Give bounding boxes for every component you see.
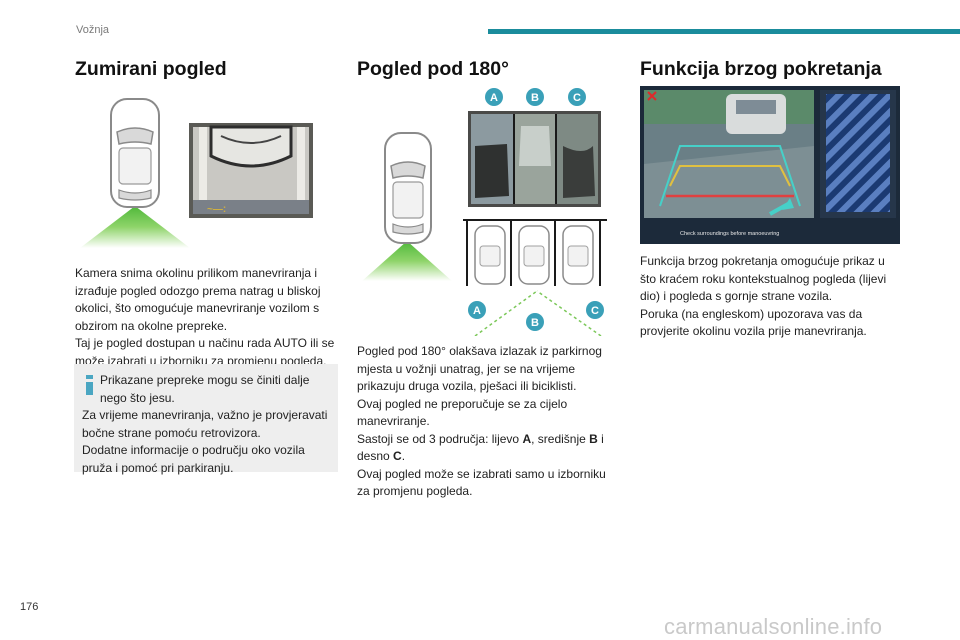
svg-text:A: A [473, 305, 481, 317]
rear-camera-view [644, 90, 814, 218]
view-180-paragraph-2: Ovaj pogled ne preporučuje se za cijelo … [357, 396, 568, 429]
info-note-text: Prikazane prepreke mogu se činiti dalje … [82, 372, 332, 477]
header-accent-bar [488, 29, 960, 34]
quick-start-screen: Check surroundings before manoeuvring [640, 86, 900, 244]
parked-car-left [474, 225, 506, 285]
zoom-paragraph-1: Kamera snima okolinu prilikom manevriran… [75, 266, 321, 333]
info-line-3: Dodatne informacije o području oko vozil… [82, 443, 305, 475]
zoomed-camera-screen: ~—: [189, 123, 313, 218]
svg-text:~—:: ~—: [207, 204, 226, 215]
info-icon [86, 375, 93, 395]
info-note-box: Prikazane prepreke mogu se činiti dalje … [74, 364, 338, 475]
view-180-description: Pogled pod 180° olakšava izlazak iz park… [357, 343, 619, 501]
zoom-view-description: Kamera snima okolinu prilikom manevriran… [75, 265, 339, 370]
info-line-1: Prikazane prepreke mogu se činiti dalje … [100, 373, 310, 405]
quick-paragraph-2: Poruka (na engleskom) upozorava vas da p… [640, 306, 867, 339]
check-surroundings-message: Check surroundings before manoeuvring [680, 231, 779, 237]
quick-start-description: Funkcija brzog pokretanja omogućuje prik… [640, 253, 902, 341]
page-number: 176 [20, 601, 39, 613]
quick-start-heading: Funkcija brzog pokretanja [640, 58, 882, 80]
svg-text:A: A [490, 92, 498, 104]
car-top-view-icon [110, 98, 160, 208]
label-c-bottom: C [586, 301, 604, 319]
label-b-bottom: B [526, 313, 544, 331]
view-180-paragraph-3: Sastoji se od 3 područja: lijevo A, sred… [357, 431, 604, 464]
svg-text:B: B [531, 92, 539, 104]
camera-field-of-view [80, 206, 190, 248]
top-view-panel [820, 90, 896, 218]
view-180-illustration: A B C [362, 88, 607, 336]
view-180-heading: Pogled pod 180° [357, 58, 509, 80]
watermark: carmanualsonline.info [664, 614, 883, 639]
view-180-paragraph-4: Ovaj pogled može se izabrati samo u izbo… [357, 466, 606, 499]
car-top-view-icon [384, 132, 432, 244]
quick-paragraph-1: Funkcija brzog pokretanja omogućuje prik… [640, 254, 887, 303]
svg-text:C: C [591, 305, 599, 317]
view-180-camera-screen [468, 111, 601, 207]
camera-field-of-view [362, 241, 452, 281]
svg-text:B: B [531, 317, 539, 329]
parking-diagram [463, 219, 607, 336]
zoom-view-illustration: ~—: [80, 98, 313, 248]
label-b-top: B [526, 88, 544, 106]
label-a-top: A [485, 88, 503, 106]
svg-text:C: C [573, 92, 581, 104]
parked-car-center [518, 225, 550, 285]
label-a-bottom: A [468, 301, 486, 319]
parked-car-right [562, 225, 594, 285]
zoom-view-heading: Zumirani pogled [75, 58, 227, 80]
view-180-paragraph-1: Pogled pod 180° olakšava izlazak iz park… [357, 344, 602, 393]
label-c-top: C [568, 88, 586, 106]
section-label: Vožnja [76, 24, 110, 36]
info-line-2: Za vrijeme manevriranja, važno je provje… [82, 408, 328, 440]
